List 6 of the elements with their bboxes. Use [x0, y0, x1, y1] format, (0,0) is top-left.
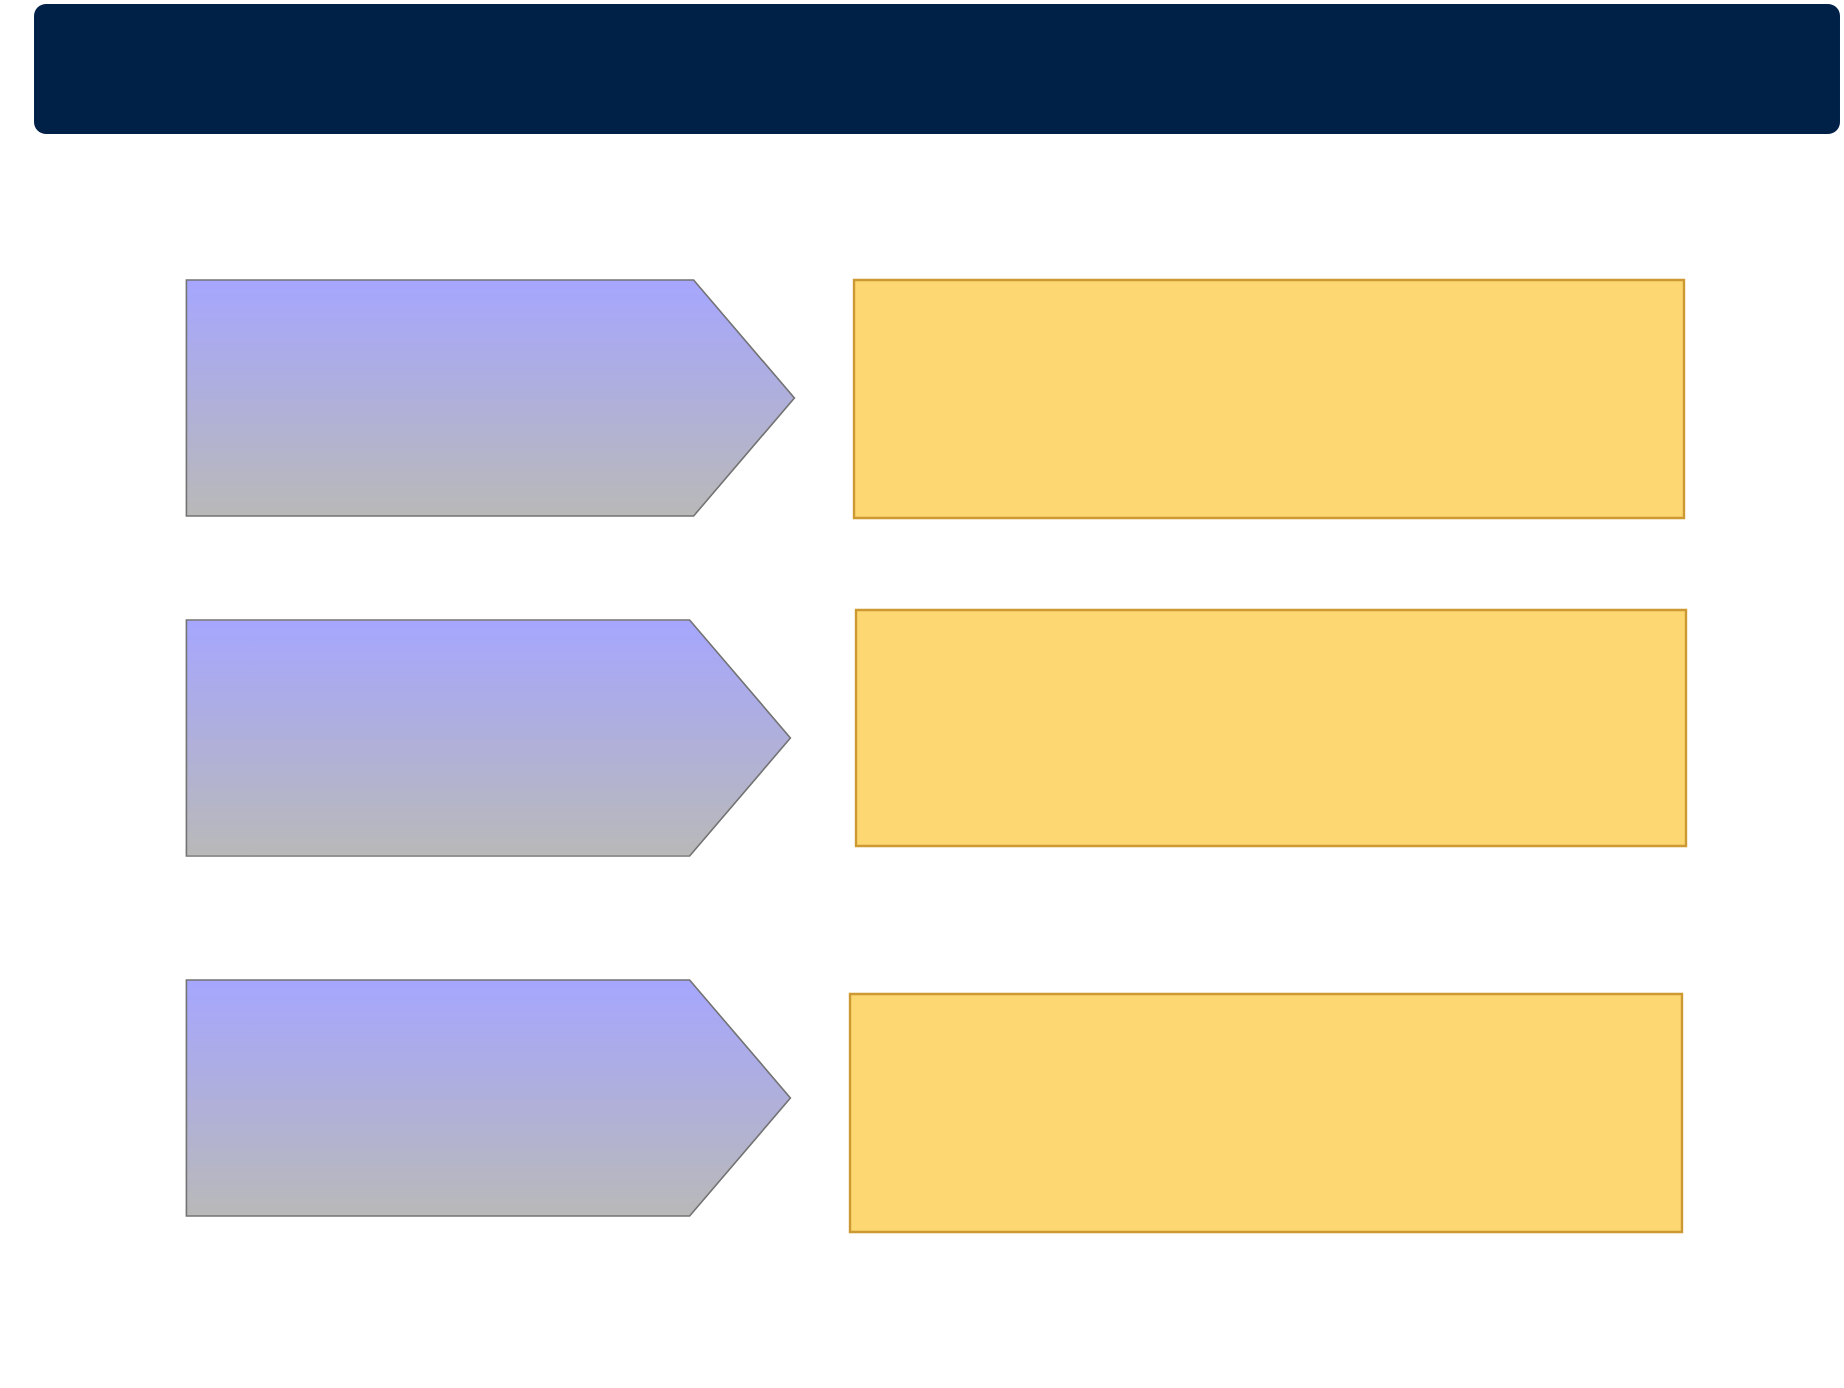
box [848, 992, 1684, 1234]
pentagon-arrow [185, 979, 792, 1217]
pentagon-arrow [185, 279, 796, 517]
pentagon-arrow [185, 619, 792, 857]
box [852, 278, 1686, 520]
box [854, 608, 1688, 848]
